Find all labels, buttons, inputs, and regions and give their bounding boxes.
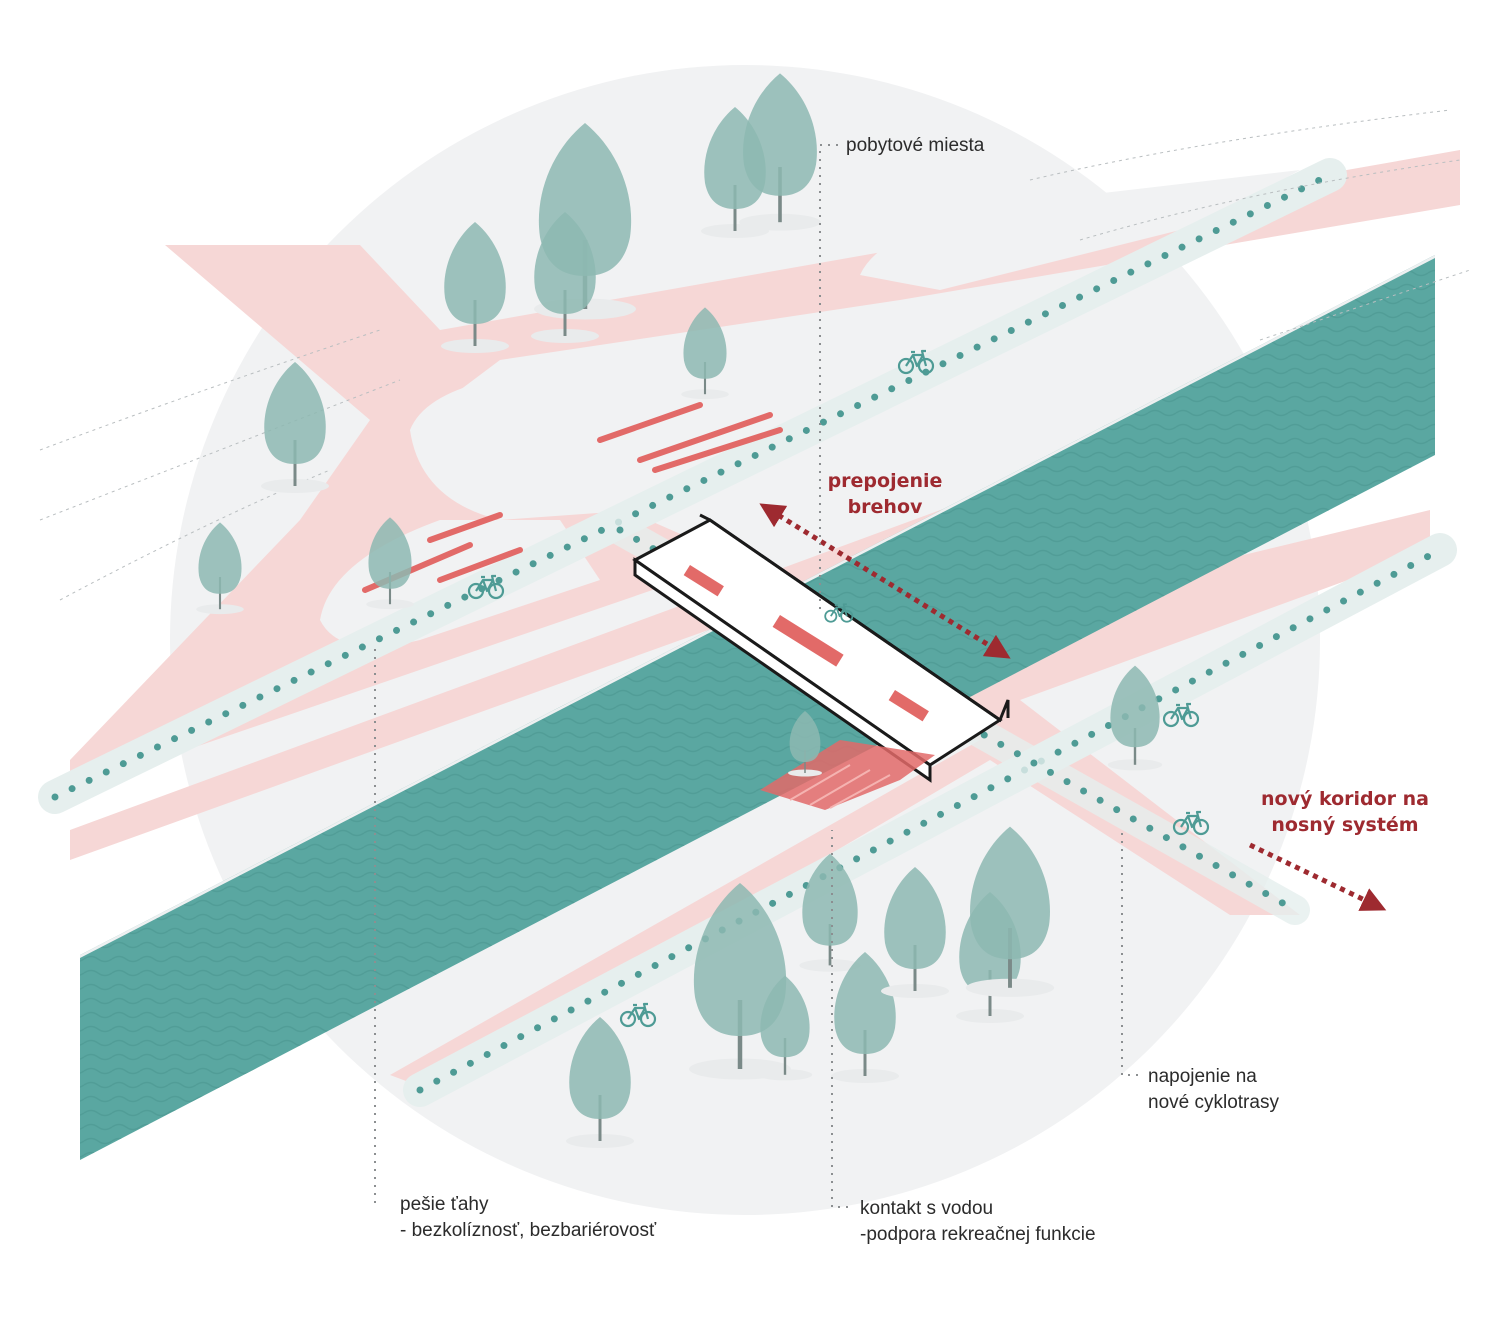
label-pesie-tahy: pešie ťahy - bezkolíznosť, bezbariérovos… [400, 1194, 657, 1241]
label-napojenie-cyklotrasy: napojenie na nové cyklotrasy [1148, 1066, 1279, 1113]
contour-lines [39, 109, 1471, 601]
water-steps [760, 740, 935, 810]
label-novy-koridor: nový koridor na nosný systém [1260, 788, 1429, 836]
river-texture [80, 255, 1435, 1160]
label-kontakt-s-vodou: kontakt s vodou -podpora rekreačnej funk… [860, 1198, 1096, 1245]
label-pobytove-miesta: pobytové miesta [846, 135, 985, 156]
arrow-icon [1248, 842, 1387, 911]
leader-lines [374, 144, 1138, 1208]
label-prepojenie-brehov: prepojenie brehov [827, 470, 943, 518]
